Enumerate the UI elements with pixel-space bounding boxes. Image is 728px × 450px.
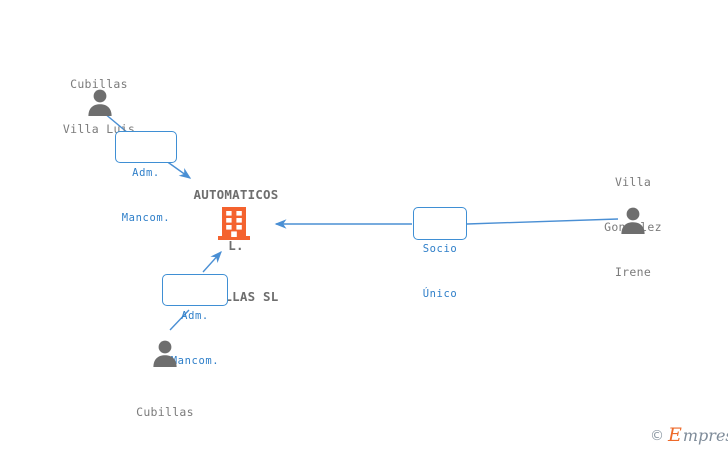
person-name-line1: Villa — [614, 175, 652, 189]
person-label-cubillas-villa-luis: Cubillas Villa Luis — [44, 47, 154, 167]
relation-line2: Mancom. — [170, 355, 220, 367]
company-name-line1: AUTOMATICOS — [193, 187, 279, 202]
relation-box-adm-mancom-cesar[interactable]: Adm. Mancom. — [162, 274, 228, 367]
copyright-icon: © — [650, 427, 664, 444]
watermark-empresia: © E mpresia — [650, 426, 728, 445]
person-icon[interactable] — [85, 87, 115, 117]
person-name-line1: Cubillas — [136, 405, 194, 419]
company-name-line2: L. — [228, 238, 244, 253]
relation-box-socio-unico[interactable]: Socio Único — [413, 207, 467, 300]
relation-line2: Único — [422, 288, 458, 300]
building-icon[interactable] — [218, 207, 250, 241]
person-icon[interactable] — [618, 205, 648, 235]
relation-line1: Socio — [422, 243, 458, 255]
relation-line1: Adm. — [181, 310, 209, 322]
person-name-line1: Cubillas — [70, 77, 128, 91]
person-name-line3: Irene — [614, 265, 652, 279]
relation-line2: Mancom. — [121, 212, 171, 224]
brand-initial: E — [668, 424, 682, 446]
person-icon[interactable] — [150, 338, 180, 368]
person-label-cubillas-villa-cesar: Cubillas Villa Cesar — [110, 375, 220, 450]
relation-line1: Adm. — [132, 167, 160, 179]
relation-box-adm-mancom-luis[interactable]: Adm. Mancom. — [115, 131, 177, 224]
brand-rest: mpresia — [682, 425, 728, 445]
